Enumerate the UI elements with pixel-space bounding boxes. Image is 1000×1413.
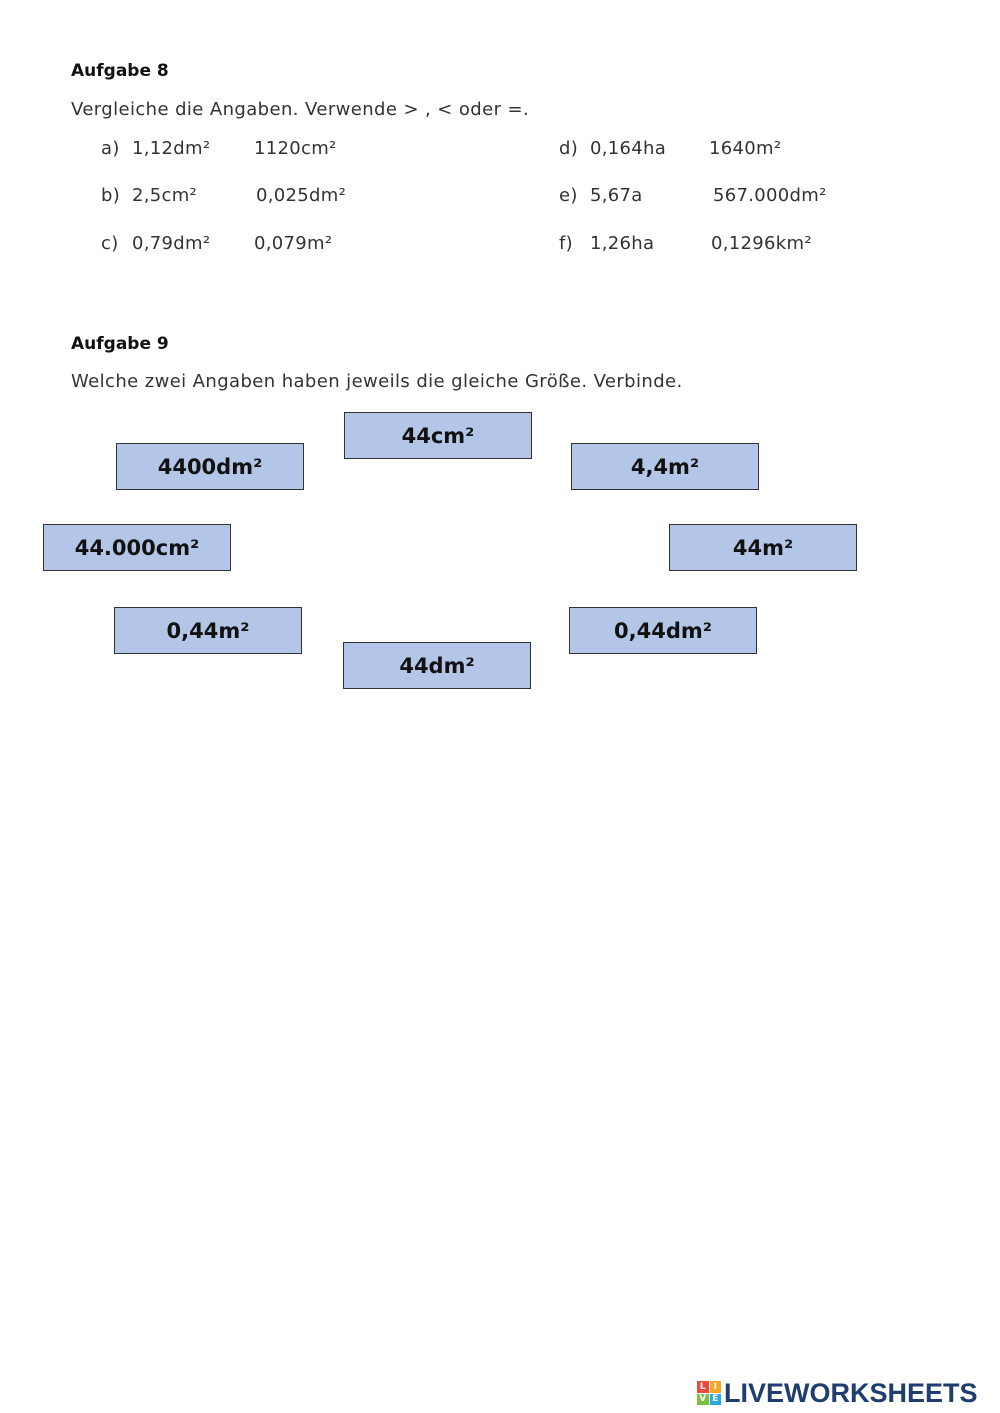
right-value: 567.000dm² (713, 185, 827, 206)
item-label: f) (559, 233, 573, 254)
task8-heading: Aufgabe 8 (71, 61, 169, 81)
left-value: 1,12dm² (132, 138, 211, 159)
match-box-44000cm2[interactable]: 44.000cm² (43, 524, 231, 571)
item-label: d) (559, 138, 579, 159)
right-value: 0,1296km² (711, 233, 812, 254)
logo-mark-icon: L I V E (697, 1381, 721, 1405)
left-value: 2,5cm² (132, 185, 198, 206)
match-box-0-44m2[interactable]: 0,44m² (114, 607, 302, 654)
left-value: 0,164ha (590, 138, 667, 159)
left-value: 0,79dm² (132, 233, 211, 254)
match-box-44m2[interactable]: 44m² (669, 524, 857, 571)
task9-instruction: Welche zwei Angaben haben jeweils die gl… (71, 371, 683, 392)
left-value: 5,67a (590, 185, 643, 206)
logo-text: LIVEWORKSHEETS (724, 1377, 978, 1408)
right-value: 0,079m² (254, 233, 333, 254)
task8-instruction: Vergleiche die Angaben. Verwende > , < o… (71, 99, 530, 120)
match-box-44cm2[interactable]: 44cm² (344, 412, 532, 459)
item-label: a) (101, 138, 120, 159)
match-box-4400dm2[interactable]: 4400dm² (116, 443, 304, 490)
item-label: b) (101, 185, 121, 206)
match-box-0-44dm2[interactable]: 0,44dm² (569, 607, 757, 654)
left-value: 1,26ha (590, 233, 655, 254)
item-label: c) (101, 233, 119, 254)
right-value: 1120cm² (254, 138, 337, 159)
right-value: 0,025dm² (256, 185, 347, 206)
right-value: 1640m² (709, 138, 782, 159)
item-label: e) (559, 185, 578, 206)
match-box-44dm2[interactable]: 44dm² (343, 642, 531, 689)
match-box-4-4m2[interactable]: 4,4m² (571, 443, 759, 490)
liveworksheets-logo: L I V E LIVEWORKSHEETS (697, 1376, 978, 1410)
task9-heading: Aufgabe 9 (71, 334, 169, 354)
